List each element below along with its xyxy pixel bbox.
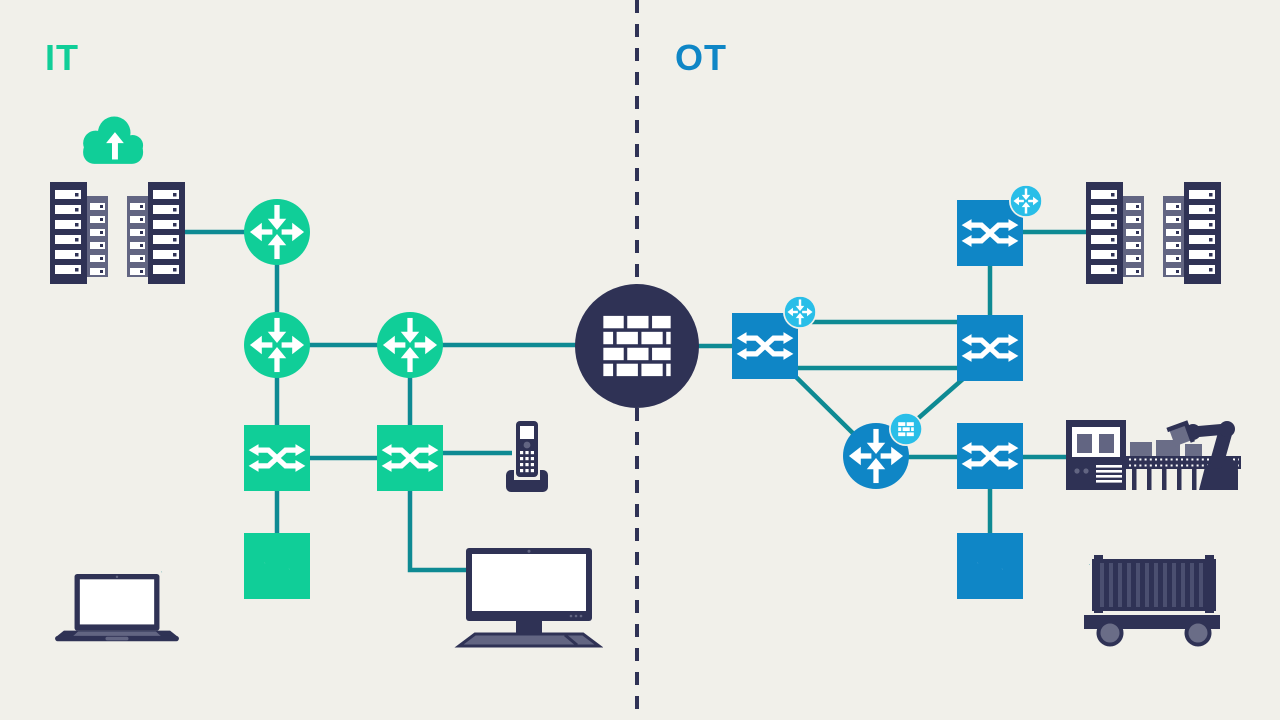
ot-switch-top-router-badge-icon — [1009, 184, 1043, 218]
ot-server-rack — [1086, 182, 1221, 284]
desktop-computer-icon — [453, 548, 603, 648]
ot-switch-mid-icon — [957, 315, 1023, 381]
it-router-3-icon — [377, 312, 443, 378]
ot-router-firewall-badge-icon — [889, 412, 923, 446]
firewall-icon — [575, 284, 699, 408]
it-server-rack — [50, 182, 185, 284]
it-router-2-icon — [244, 312, 310, 378]
ot-zone-label: OT — [675, 37, 727, 78]
it-router-1-icon — [244, 199, 310, 265]
it-switch-1-icon — [244, 425, 310, 491]
ot-switch-lower-icon — [957, 423, 1023, 489]
laptop-icon — [55, 574, 179, 643]
ot-switch-edge-router-badge-icon — [783, 295, 817, 329]
it-wireless-ap-icon — [244, 533, 310, 599]
it-zone-label: IT — [45, 37, 79, 78]
it-switch-2-icon — [377, 425, 443, 491]
ot-wireless-ap-icon — [957, 533, 1023, 599]
cloud-upload-icon — [75, 112, 149, 164]
ip-phone-icon — [505, 421, 549, 493]
container-trailer-icon — [1062, 534, 1224, 648]
industrial-machine-icon — [1066, 418, 1241, 492]
